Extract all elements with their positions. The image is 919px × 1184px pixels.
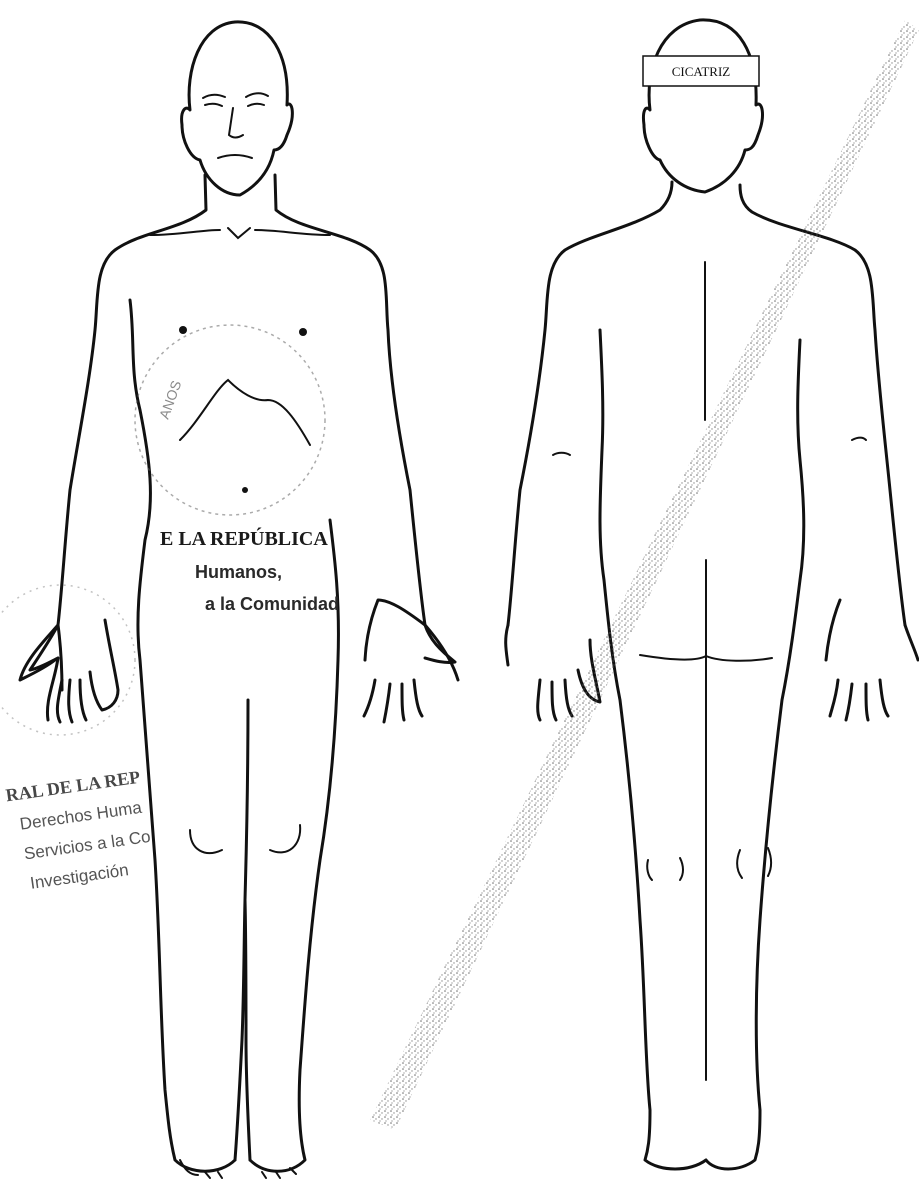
front-legs-outline bbox=[235, 520, 338, 1171]
front-feet-toes bbox=[180, 1160, 296, 1178]
stamp2-block: RAL DE LA REP Derechos Huma Servicios a … bbox=[4, 766, 156, 894]
front-collar-marks bbox=[150, 228, 330, 238]
back-knee-left bbox=[647, 858, 683, 880]
front-navel bbox=[242, 487, 248, 493]
left-seal bbox=[0, 585, 135, 735]
back-elbow-right bbox=[852, 438, 866, 440]
stamp2-line3: Servicios a la Co bbox=[23, 827, 152, 864]
front-nipple-left bbox=[179, 326, 187, 334]
stamp-line1: E LA REPÚBLICA bbox=[160, 526, 328, 550]
stamp-line2: Humanos, bbox=[195, 562, 282, 582]
front-head-outline bbox=[182, 22, 293, 195]
front-right-hand bbox=[364, 600, 455, 722]
front-left-hand bbox=[30, 620, 118, 722]
front-knee-right bbox=[270, 825, 300, 852]
stamp2-line2: Derechos Huma bbox=[19, 798, 144, 834]
back-head-outline bbox=[643, 20, 762, 192]
front-nipple-right bbox=[299, 328, 307, 336]
front-rib-line bbox=[180, 380, 310, 445]
back-elbow-left bbox=[553, 453, 570, 455]
back-label-cicatriz: CICATRIZ bbox=[672, 64, 731, 79]
front-face bbox=[203, 93, 268, 158]
stamp2-line4: Investigación bbox=[29, 860, 130, 893]
seal-arc-text: ANOS bbox=[156, 378, 185, 421]
torso-seal: ANOS bbox=[135, 325, 325, 515]
stamp-block: E LA REPÚBLICA Humanos, a la Comunidad bbox=[160, 526, 339, 614]
stamp-line3: a la Comunidad bbox=[205, 594, 339, 614]
front-knee-left bbox=[190, 830, 222, 853]
front-body-outline bbox=[20, 175, 458, 1171]
diagonal-strike-mark bbox=[370, 20, 919, 1130]
back-figure: CICATRIZ bbox=[506, 20, 918, 1169]
